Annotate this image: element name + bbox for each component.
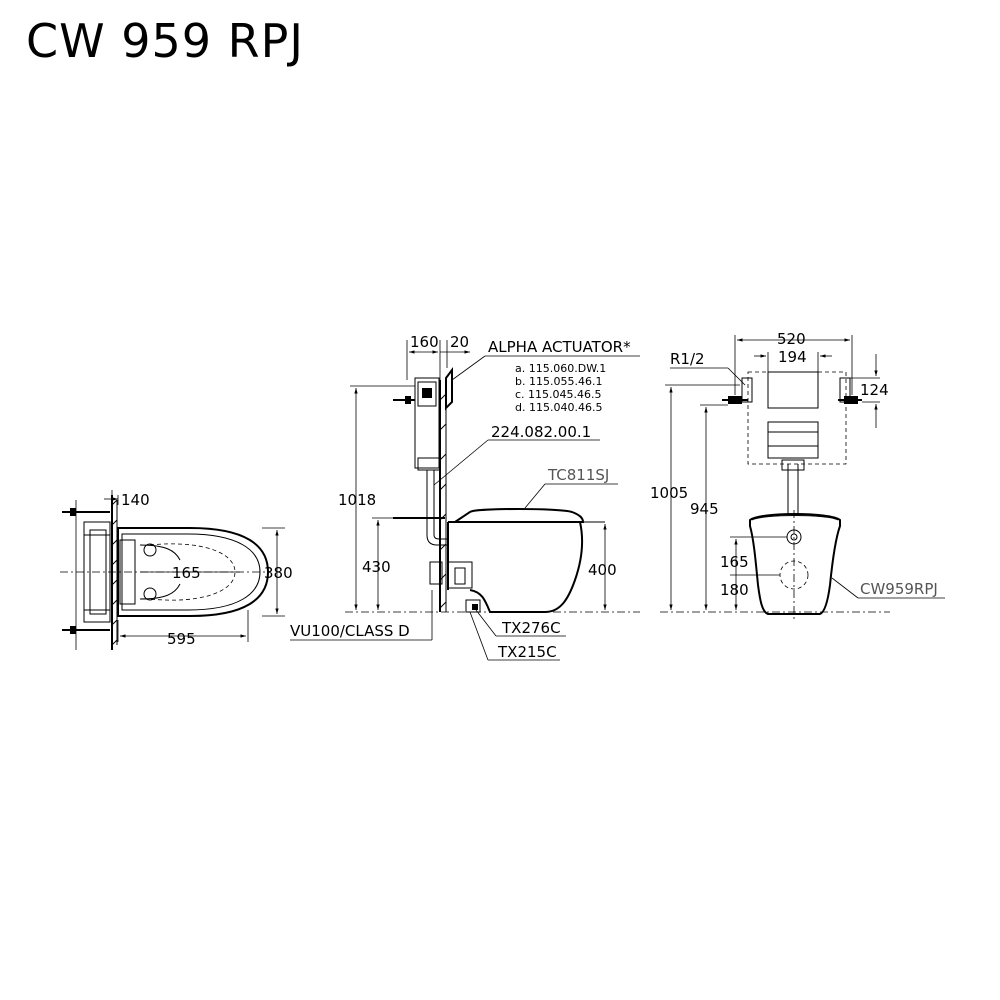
dim-top: 124 (860, 381, 889, 399)
fitting-1: TX276C (501, 619, 561, 637)
dim-connection-height: 945 (690, 500, 719, 518)
dim-inlet-height: 430 (362, 558, 391, 576)
actuator-code-b: b. 115.055.46.1 (515, 375, 602, 388)
thread-label: R1/2 (670, 350, 705, 368)
dim-wall-offset: 140 (121, 491, 150, 509)
dim-length: 595 (167, 630, 196, 648)
dim-seat-height: 400 (588, 561, 617, 579)
dim-frame-height: 1018 (338, 491, 376, 509)
fitting-2: TX215C (497, 643, 557, 661)
actuator-label: ALPHA ACTUATOR* (488, 338, 631, 356)
wall-hatch (111, 499, 118, 646)
dim-inner-width: 194 (778, 348, 807, 366)
dim-total-height: 1005 (650, 484, 688, 502)
dim-inlet: 165 (720, 553, 749, 571)
dim-plate: 20 (450, 333, 469, 351)
dim-outlet: 180 (720, 581, 749, 599)
bowl-code: CW959RPJ (860, 580, 938, 598)
actuator-code-a: a. 115.060.DW.1 (515, 362, 606, 375)
frame-label: VU100/CLASS D (290, 622, 410, 640)
dim-frame-depth: 160 (410, 333, 439, 351)
actuator-code-c: c. 115.045.46.5 (515, 388, 602, 401)
dim-bowl-inner: 165 (172, 564, 201, 582)
dim-frame-width: 520 (777, 330, 806, 348)
seat-code: TC811SJ (547, 466, 609, 484)
pipe-code: 224.082.00.1 (491, 423, 591, 441)
page-title: CW 959 RPJ (26, 14, 304, 68)
dim-width: 380 (264, 564, 293, 582)
front-view: 520 194 R1/2 124 1005 945 165 180 (650, 330, 945, 620)
actuator-code-d: d. 115.040.46.5 (515, 401, 602, 414)
side-view: 160 20 ALPHA ACTUATOR* a. 115.060.DW.1 b… (290, 333, 640, 661)
plan-view: 140 165 380 595 (60, 490, 293, 650)
